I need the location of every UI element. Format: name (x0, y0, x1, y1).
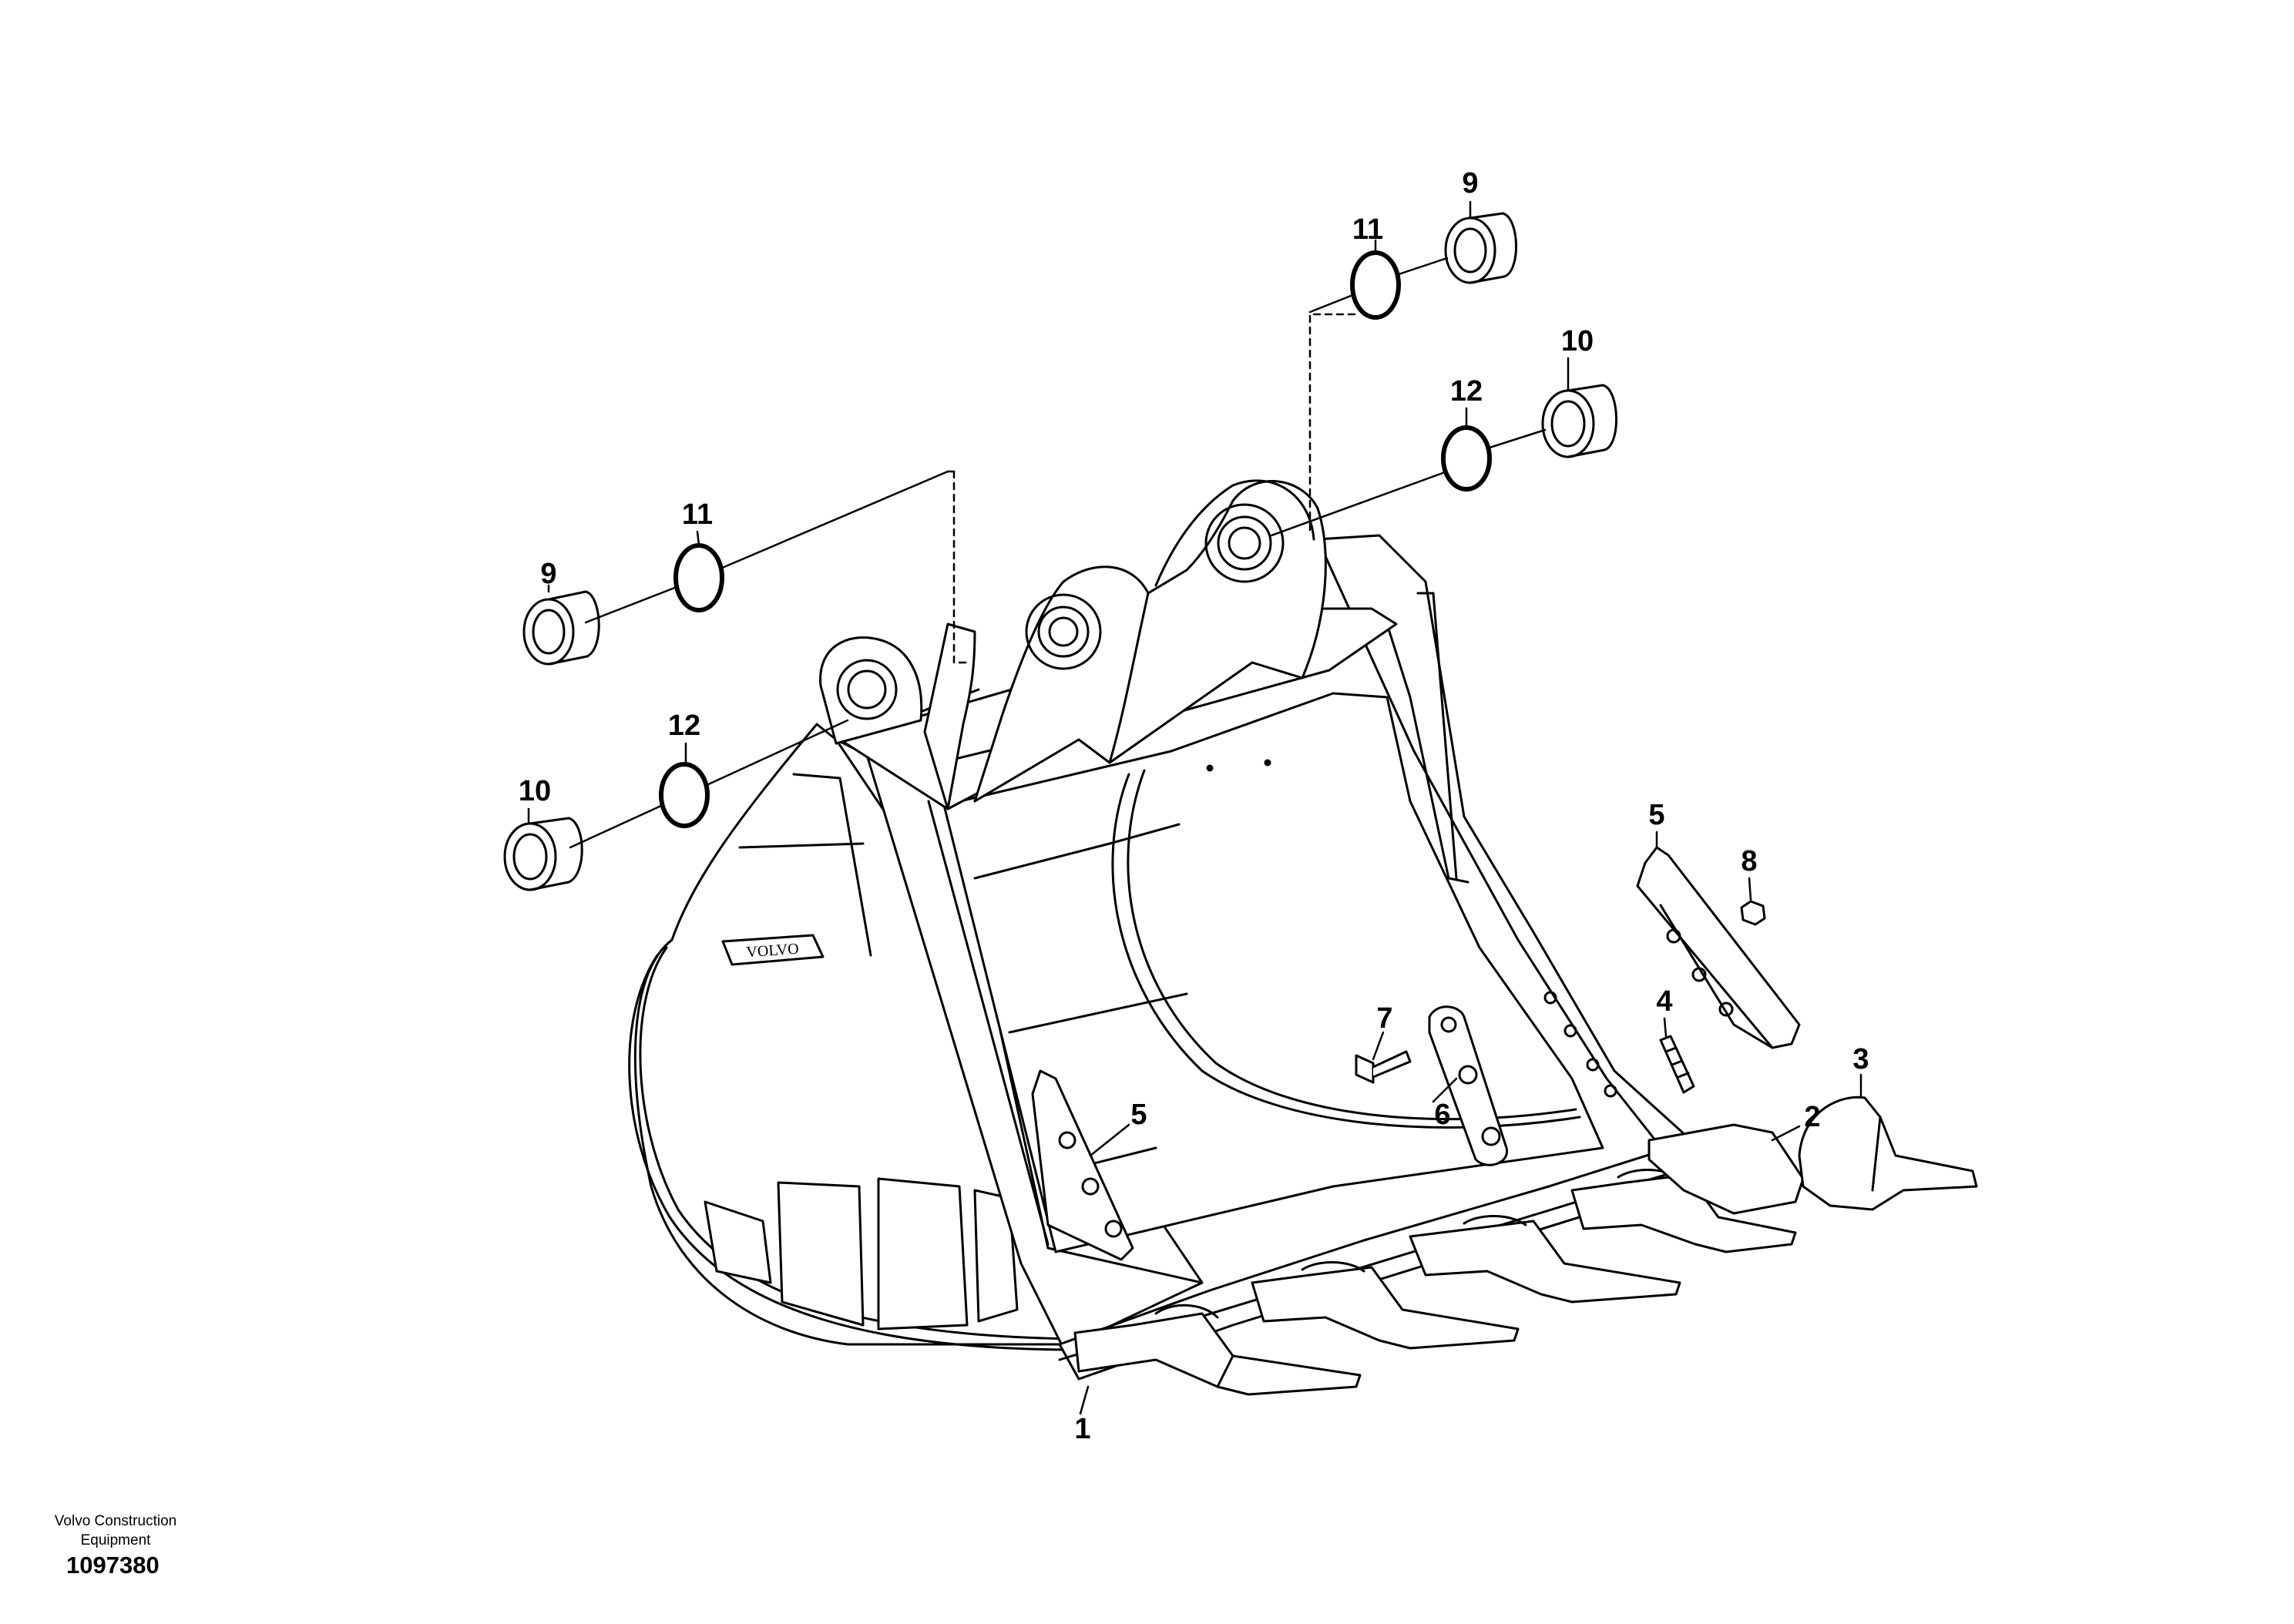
brand-line-1: Volvo Construction (54, 1513, 177, 1529)
callout-8: 8 (1741, 845, 1758, 877)
callout-7: 7 (1376, 1002, 1393, 1035)
tooth-adapters (1073, 1123, 1805, 1396)
callout-10-right: 10 (1560, 325, 1594, 357)
mounting-bracket-left (819, 565, 1154, 810)
plate-6 (1428, 1005, 1508, 1166)
callout-5-right: 5 (1648, 799, 1665, 831)
pin-4 (1659, 1035, 1695, 1094)
callout-12-right: 12 (1449, 375, 1483, 408)
callout-9-right: 9 (1462, 167, 1479, 200)
side-cutter-left (1031, 1069, 1134, 1261)
callout-9-left: 9 (540, 558, 557, 590)
volvo-logo-text: VOLVO (746, 941, 800, 961)
callout-11-left: 11 (681, 498, 714, 531)
nut-8 (1740, 900, 1766, 926)
bushing-10-right (1541, 384, 1617, 458)
callout-5-left: 5 (1130, 1099, 1147, 1131)
callout-12-left: 12 (667, 710, 701, 742)
callout-2: 2 (1804, 1101, 1821, 1133)
callout-10-left: 10 (518, 775, 552, 807)
ring-12-right (1441, 425, 1492, 492)
bolt-7 (1355, 1050, 1412, 1084)
side-cutter-right (1636, 846, 1801, 1049)
tooth-3 (1798, 1096, 1978, 1211)
callout-3: 3 (1852, 1043, 1869, 1075)
document-number: 1097380 (66, 1552, 160, 1579)
bushing-9-left (522, 590, 600, 666)
volvo-logo-plate (721, 934, 825, 966)
brand-label: Volvo Construction Equipment (54, 1512, 177, 1550)
callout-6: 6 (1434, 1099, 1451, 1131)
ring-12-left (659, 762, 710, 828)
oring-11-right (1350, 250, 1401, 320)
callout-1: 1 (1074, 1413, 1091, 1445)
callout-4: 4 (1656, 985, 1673, 1018)
leader-lines (527, 200, 1862, 1415)
brand-line-2: Equipment (80, 1532, 151, 1549)
adapter-2 (1647, 1123, 1805, 1215)
callout-11-right: 11 (1352, 213, 1384, 246)
hidden-lines (952, 313, 1356, 664)
bushing-10-left (503, 817, 583, 891)
bushing-9-right (1444, 212, 1517, 284)
mounting-bracket-right (1108, 479, 1327, 764)
oring-11-left (673, 543, 724, 612)
